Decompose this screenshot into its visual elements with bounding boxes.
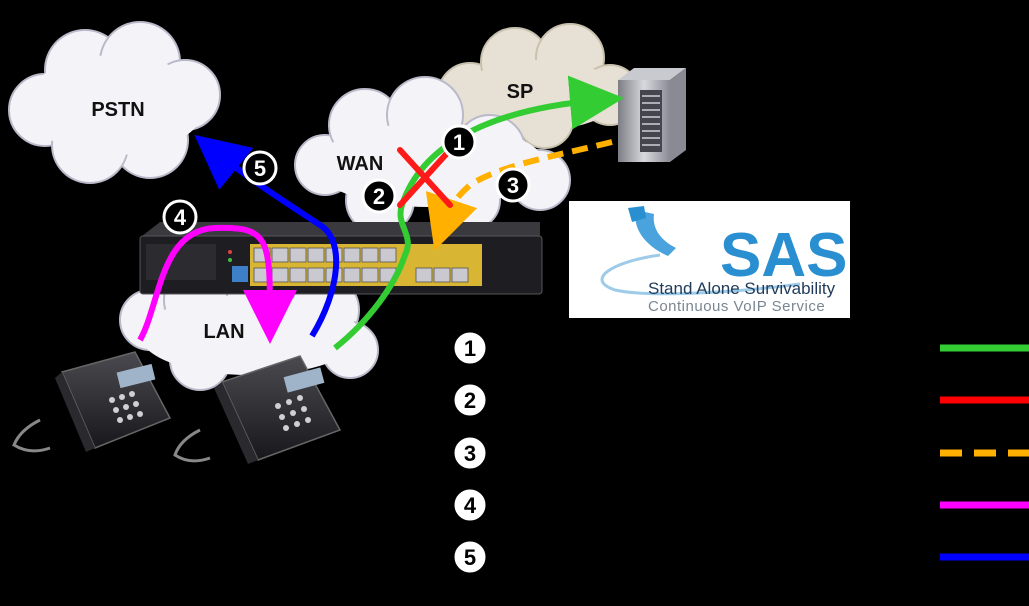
wan-label: WAN: [337, 153, 384, 175]
ip-phone-right-icon: [173, 355, 342, 464]
lan-label: LAN: [203, 321, 244, 343]
legend-item-1: 1: [453, 331, 1029, 365]
step-badge-4-label: 4: [174, 205, 187, 230]
step-badge-5: 5: [242, 150, 278, 186]
ip-phone-left-icon: [12, 351, 172, 453]
step-badge-3-label: 3: [507, 173, 519, 198]
flow-arrow-magenta: [137, 224, 297, 344]
sp-label: SP: [507, 81, 534, 103]
step-badge-5-label: 5: [254, 156, 266, 181]
legend-item-1-number: 1: [464, 336, 476, 361]
step-badge-1-label: 1: [453, 130, 465, 155]
server-icon: [618, 68, 686, 162]
step-badge-2: 2: [361, 178, 397, 214]
legend: 1 2 3 4 5: [453, 331, 1029, 574]
step-badge-3: 3: [495, 167, 531, 203]
legend-item-5-number: 5: [464, 545, 476, 570]
legend-item-4-number: 4: [464, 493, 477, 518]
legend-item-5: 5: [453, 540, 1029, 574]
link-failure-x-icon: [397, 147, 453, 208]
pstn-cloud: PSTN: [8, 21, 221, 184]
flow-arrow-green: [333, 75, 624, 351]
step-badge-1: 1: [441, 124, 477, 160]
legend-item-4: 4: [453, 488, 1029, 522]
step-badge-2-label: 2: [373, 184, 385, 209]
sas-logo: SAS Stand Alone Survivability Continuous…: [569, 201, 850, 318]
legend-item-3-number: 3: [464, 441, 476, 466]
legend-item-3: 3: [453, 436, 1029, 470]
step-badge-4: 4: [162, 199, 198, 235]
legend-item-2: 2: [453, 383, 1029, 417]
flow-arrow-orange: [425, 139, 613, 251]
sas-logo-line2: Continuous VoIP Service: [648, 298, 825, 315]
sas-logo-title: SAS: [720, 221, 847, 290]
sas-logo-line1: Stand Alone Survivability: [648, 279, 836, 298]
pstn-label: PSTN: [91, 99, 144, 121]
legend-item-2-number: 2: [464, 388, 476, 413]
